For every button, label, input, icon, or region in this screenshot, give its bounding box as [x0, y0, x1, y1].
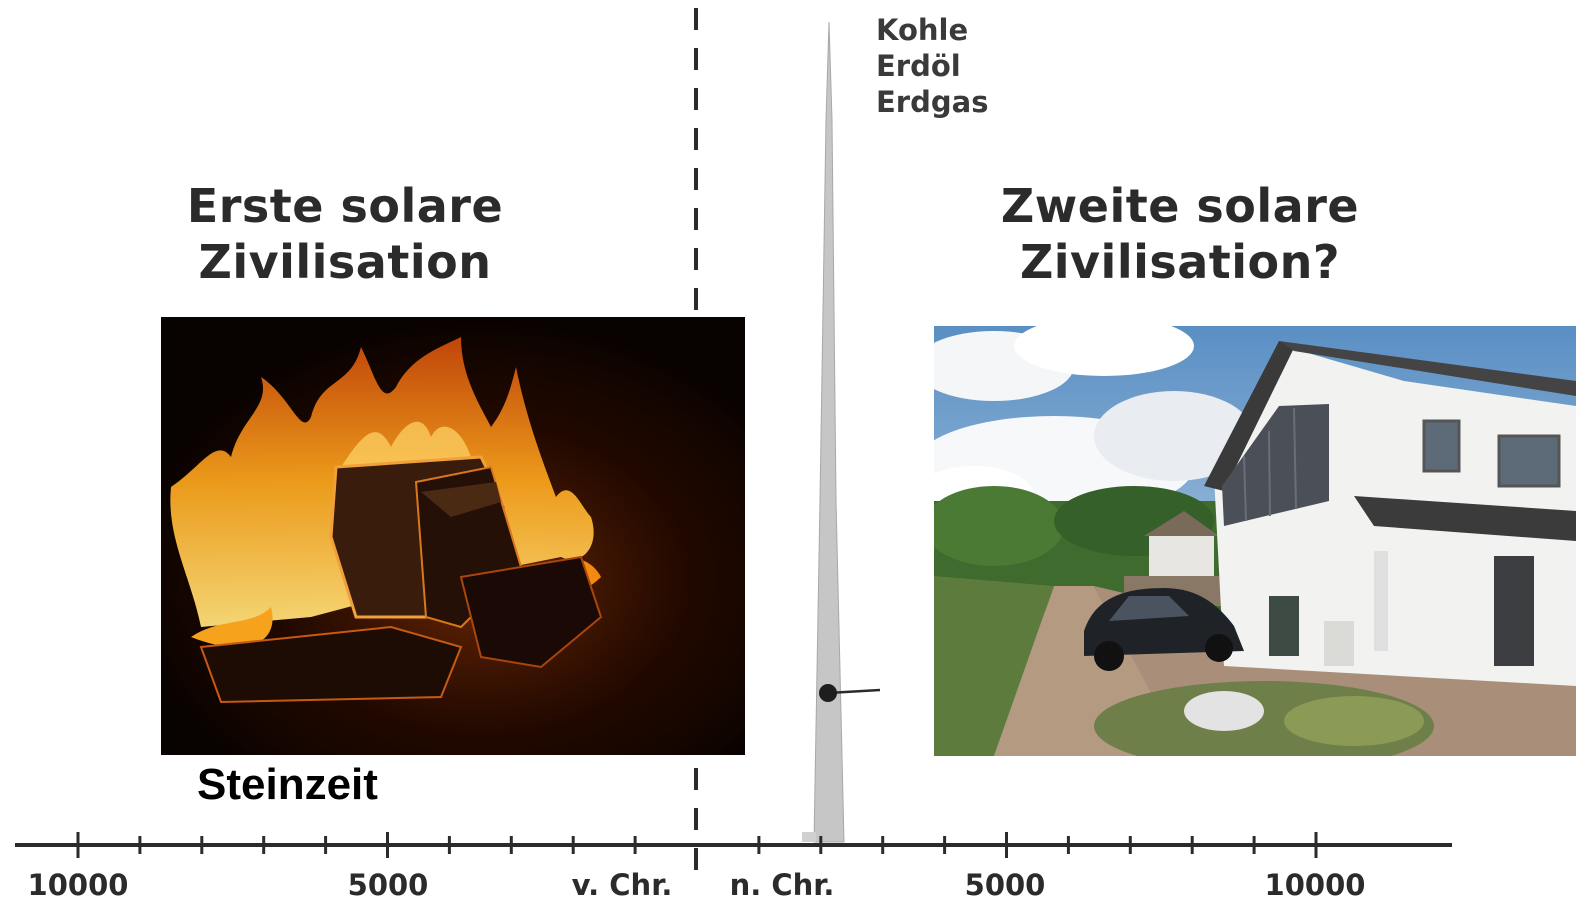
- axis-label-bc: v. Chr.: [571, 868, 673, 902]
- stone-age-caption: Steinzeit: [197, 760, 378, 809]
- solar-house-photo: [934, 326, 1576, 756]
- right-heading-line2: Zivilisation?: [1019, 235, 1341, 289]
- right-heading-line1: Zweite solare: [1000, 179, 1360, 233]
- axis-label-5000-ad: 5000: [964, 868, 1046, 902]
- fuel-coal: Kohle: [876, 13, 969, 47]
- axis-label-ad: n. Chr.: [729, 868, 835, 902]
- fuel-list: Kohle Erdöl Erdgas: [876, 12, 988, 120]
- axis-ticks: [76, 832, 1318, 858]
- campfire-photo: [161, 317, 745, 755]
- axis-label-10000-bc: 10000: [27, 868, 129, 902]
- axis-label-10000-ad: 10000: [1264, 868, 1366, 902]
- fuel-oil: Erdöl: [876, 49, 961, 83]
- present-marker-dot: [819, 684, 837, 702]
- left-heading-line2: Zivilisation: [198, 235, 492, 289]
- right-heading: Zweite solare Zivilisation?: [970, 178, 1390, 290]
- left-heading-line1: Erste solare: [186, 179, 504, 233]
- left-heading: Erste solare Zivilisation: [160, 178, 530, 290]
- fuel-gas: Erdgas: [876, 85, 989, 119]
- axis-label-5000-bc: 5000: [347, 868, 429, 902]
- fossil-fuel-spike: [813, 21, 845, 843]
